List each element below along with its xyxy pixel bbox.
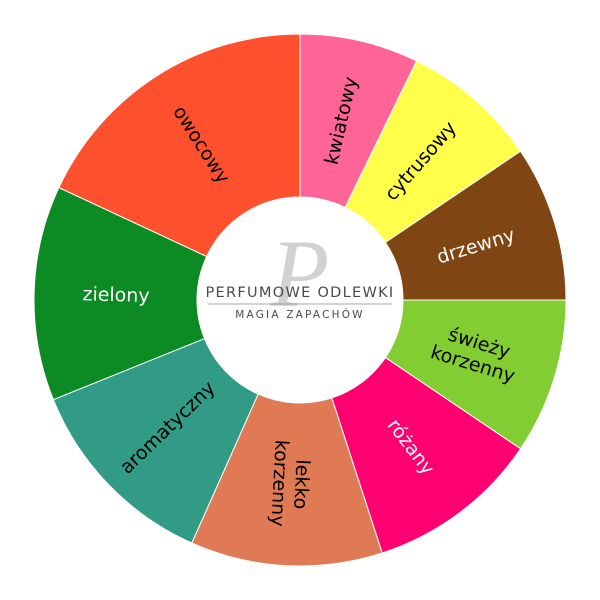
segment-label: lekkokorzenny (266, 439, 314, 528)
logo-line2: MAGIA ZAPACHÓW (235, 308, 365, 321)
segment-label: zielony (82, 283, 150, 307)
logo-monogram: P (270, 220, 330, 327)
logo-line1: PERFUMOWE ODLEWKI (205, 285, 394, 301)
wheel-segments (33, 33, 567, 567)
center-hole (197, 197, 403, 403)
center-logo: P PERFUMOWE ODLEWKI MAGIA ZAPACHÓW (197, 197, 403, 403)
